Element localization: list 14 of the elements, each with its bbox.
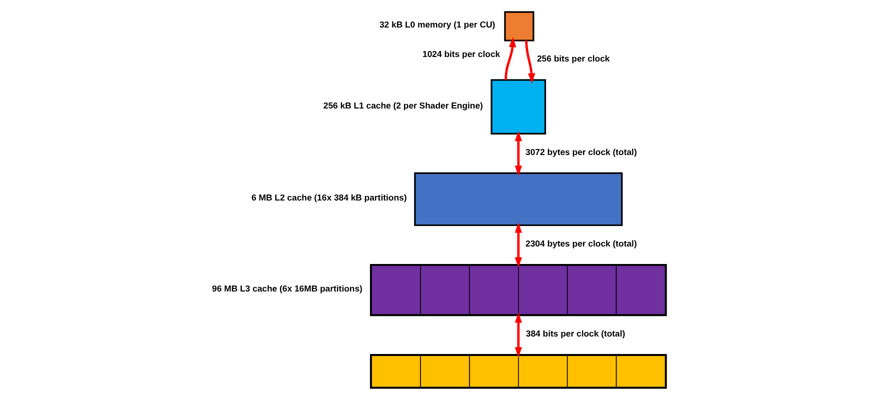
- arrow: [514, 130, 522, 176]
- arrow: [514, 312, 522, 358]
- node-label: 96 MB L3 cache (6x 16MB partitions): [212, 283, 362, 294]
- node-label: 256 kB L1 cache (2 per Shader Engine): [322, 100, 482, 110]
- arrow: [504, 36, 516, 80]
- edge-label: 384 bits per clock (total): [525, 328, 625, 338]
- arrow: [514, 222, 522, 268]
- edge-label: 3072 bytes per clock (total): [525, 146, 636, 157]
- edge-label: 1024 bits per clock: [422, 48, 500, 59]
- edge-label: 2304 bytes per clock (total): [525, 238, 636, 248]
- edge-label: 256 bits per clock: [536, 54, 610, 64]
- arrow: [524, 40, 535, 84]
- node-label: 32 kB L0 memory (1 per CU): [378, 20, 495, 30]
- node-label: 6 MB L2 cache (16x 384 kB partitions): [251, 192, 406, 203]
